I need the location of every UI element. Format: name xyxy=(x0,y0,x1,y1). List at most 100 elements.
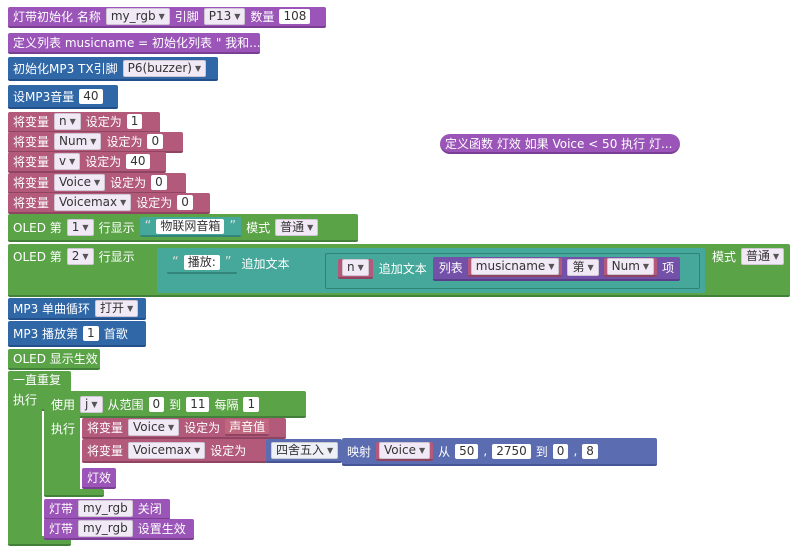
round-block[interactable]: 四舍五入▼ xyxy=(266,439,342,463)
strip-name-dropdown[interactable]: my_rgb xyxy=(78,520,133,537)
mp3-pin-dropdown[interactable]: P6(buzzer)▼ xyxy=(122,59,207,77)
strip-action-label: 设置生效 xyxy=(137,522,186,536)
var-dropdown[interactable]: Voice▼ xyxy=(379,441,431,459)
caret-icon: ▼ xyxy=(91,400,98,409)
mp3-volume-input[interactable]: 40 xyxy=(79,88,103,104)
caret-icon: ▼ xyxy=(69,157,76,166)
list-var-block[interactable]: musicname▼ xyxy=(467,258,563,277)
var-dropdown[interactable]: n▼ xyxy=(342,259,369,276)
oled-row1-block[interactable]: OLED 第 1▼ 行显示 “ 物联网音箱 ” 模式 普通▼ xyxy=(8,214,358,242)
for-start-input[interactable]: 0 xyxy=(148,397,165,412)
map-from-label: 从 xyxy=(438,444,451,459)
var-dropdown[interactable]: Voice▼ xyxy=(54,174,106,191)
forever-do-label: 执行 xyxy=(13,393,38,407)
append-text-label: 追加文本 xyxy=(378,262,427,276)
pin-dropdown[interactable]: P13▼ xyxy=(203,8,246,25)
oled-text-input[interactable]: 物联网音箱 xyxy=(156,218,225,234)
var-n-block[interactable]: n▼ xyxy=(338,258,373,279)
mp3-play-label: MP3 播放第 xyxy=(13,326,79,341)
set-var-n-block[interactable]: 将变量 n▼ 设定为 1 xyxy=(8,112,160,133)
call-effect-block[interactable]: 灯效 xyxy=(82,468,116,489)
map-from-low-input[interactable]: 50 xyxy=(455,443,479,459)
var-dropdown[interactable]: Voice▼ xyxy=(128,419,180,436)
mp3-loop-dropdown[interactable]: 打开▼ xyxy=(95,299,139,317)
list-label: 列表 xyxy=(438,261,463,275)
oled-row-dropdown[interactable]: 1▼ xyxy=(66,218,94,236)
mp3-loop-label: MP3 单曲循环 xyxy=(13,301,91,316)
mode-dropdown[interactable]: 普通▼ xyxy=(741,248,785,265)
strip-init-block[interactable]: 灯带初始化 名称 my_rgb▼ 引脚 P13▼ 数量 108 xyxy=(8,7,326,28)
assign-label: 设定为 xyxy=(106,135,143,149)
mp3-volume-block[interactable]: 设MP3音量 40 xyxy=(8,85,118,109)
map-var-block[interactable]: Voice▼ xyxy=(376,441,434,461)
for-use-label: 使用 xyxy=(51,398,76,412)
var-dropdown[interactable]: Num▼ xyxy=(54,133,102,150)
for-from-label: 从范围 xyxy=(107,398,144,412)
oled-show-label: OLED 显示生效 xyxy=(13,352,98,366)
define-function-block[interactable]: 定义函数 灯效 如果 Voice < 50 执行 灯... xyxy=(440,134,680,154)
strip-name-dropdown[interactable]: my_rgb▼ xyxy=(105,8,170,25)
strip-name-dropdown[interactable]: my_rgb xyxy=(78,500,133,517)
define-list-block[interactable]: 定义列表 musicname = 初始化列表 " 我和... xyxy=(8,33,261,54)
oled-row2-header: OLED 第 2▼ 行显示 xyxy=(8,246,141,267)
num-var-block[interactable]: Num▼ xyxy=(603,258,658,277)
mp3-play-input[interactable]: 1 xyxy=(83,325,99,341)
for-end-input[interactable]: 11 xyxy=(186,397,210,412)
caret-icon: ▼ xyxy=(307,222,314,232)
count-input[interactable]: 108 xyxy=(279,9,311,24)
sound-sensor-block[interactable]: 声音值 xyxy=(225,419,270,436)
mp3-init-block[interactable]: 初始化MP3 TX引脚 P6(buzzer)▼ xyxy=(8,57,218,81)
append-text-label: 追加文本 xyxy=(241,257,290,271)
var-dropdown[interactable]: Voicemax▼ xyxy=(128,441,206,459)
text-block[interactable]: “ 物联网音箱 ” xyxy=(139,217,242,237)
for-loop-block[interactable] xyxy=(44,391,306,418)
var-dropdown[interactable]: Voicemax▼ xyxy=(54,194,132,211)
map-to-high-input[interactable]: 8 xyxy=(582,443,598,459)
list-dropdown[interactable]: musicname▼ xyxy=(470,258,560,275)
close-quote-icon: ” xyxy=(224,255,232,270)
forever-bottom-bar xyxy=(8,536,71,546)
var-dropdown[interactable]: n▼ xyxy=(54,113,81,130)
define-function-label: 定义函数 灯效 如果 Voice < 50 执行 灯... xyxy=(445,136,673,151)
set-var-v-block[interactable]: 将变量 v▼ 设定为 40 xyxy=(8,152,166,173)
set-voicemax-block[interactable]: 将变量 Voicemax▼ 设定为 xyxy=(82,439,268,463)
set-var-voice-block[interactable]: 将变量 Voice▼ 设定为 0 xyxy=(8,173,186,194)
play-text-input[interactable]: 播放: xyxy=(183,255,220,270)
assign-label: 设定为 xyxy=(85,155,122,169)
caret-icon: ▼ xyxy=(127,303,134,313)
var-value-input[interactable]: 0 xyxy=(177,195,193,210)
var-value-input[interactable]: 1 xyxy=(126,114,143,129)
text-block[interactable]: “ 播放: ” xyxy=(167,253,237,274)
caret-icon: ▼ xyxy=(642,262,650,271)
map-block[interactable]: 映射 Voice▼ 从 50 , 2750 到 0 , 8 xyxy=(342,438,657,466)
round-dropdown[interactable]: 四舍五入▼ xyxy=(271,441,339,459)
set-voice-block[interactable]: 将变量 Voice▼ 设定为 声音值 xyxy=(82,418,286,439)
var-value-input[interactable]: 0 xyxy=(151,175,167,190)
mode-dropdown[interactable]: 普通▼ xyxy=(275,218,319,236)
var-dropdown[interactable]: v▼ xyxy=(54,153,81,170)
var-value-input[interactable]: 40 xyxy=(126,154,150,169)
mp3-play-block[interactable]: MP3 播放第 1 首歌 xyxy=(8,321,146,347)
map-from-high-input[interactable]: 2750 xyxy=(492,443,531,459)
sound-sensor-label: 声音值 xyxy=(229,420,266,434)
count-label: 数量 xyxy=(250,10,275,24)
define-list-label: 定义列表 musicname = 初始化列表 " 我和... xyxy=(13,36,261,50)
mp3-loop-block[interactable]: MP3 单曲循环 打开▼ xyxy=(8,298,146,320)
nth-dropdown[interactable]: 第▼ xyxy=(567,259,599,276)
oled-show-block[interactable]: OLED 显示生效 xyxy=(8,349,100,370)
oled-label: OLED 第 xyxy=(13,250,62,264)
var-value-input[interactable]: 0 xyxy=(147,134,164,149)
strip-label: 灯带 xyxy=(49,502,74,516)
strip-off-block[interactable]: 灯带 my_rgb 关闭 xyxy=(44,499,170,520)
var-dropdown[interactable]: Num▼ xyxy=(606,258,655,275)
for-step-input[interactable]: 1 xyxy=(243,397,260,412)
map-to-low-input[interactable]: 0 xyxy=(552,443,569,459)
assign-label: 设定为 xyxy=(110,176,147,190)
set-var-voicemax-block[interactable]: 将变量 Voicemax▼ 设定为 0 xyxy=(8,193,210,214)
strip-show-block[interactable]: 灯带 my_rgb 设置生效 xyxy=(44,519,194,540)
oled-row-dropdown[interactable]: 2▼ xyxy=(66,248,94,265)
list-item-block[interactable]: 列表 musicname▼ 第▼ Num▼ 项 xyxy=(432,256,681,281)
loop-var-dropdown[interactable]: j▼ xyxy=(80,396,103,413)
set-var-label: 将变量 xyxy=(13,135,50,149)
set-var-num-block[interactable]: 将变量 Num▼ 设定为 0 xyxy=(8,132,183,153)
